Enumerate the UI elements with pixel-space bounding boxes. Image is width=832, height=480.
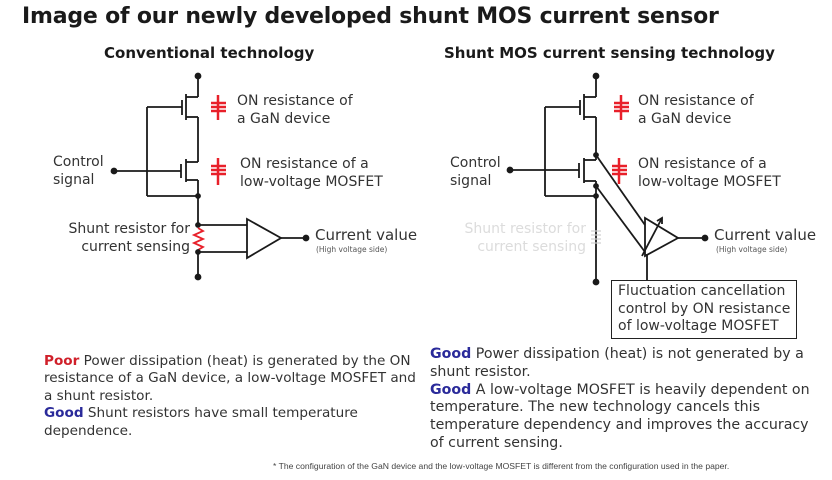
right-bottom-terminal: [592, 278, 600, 286]
right-gan-label-line2: a GaN device: [638, 111, 732, 127]
good1-tag: Good: [430, 346, 472, 362]
left-output-terminal: [302, 234, 310, 242]
right-gan-resistance-icon: [614, 95, 629, 120]
right-output-terminal: [701, 234, 709, 242]
box-label-line2: control by ON resistance: [618, 300, 791, 317]
mosfet-resistance-icon: [211, 158, 226, 185]
left-shunt-label: Shunt resistor for current sensing: [52, 220, 191, 256]
left-gan-label: ON resistance of a GaN device: [237, 92, 353, 128]
right-subtitle: Shunt MOS current sensing technology: [444, 44, 775, 62]
left-mosfet-transistor-icon: [114, 159, 199, 196]
gan-resistance-icon: [211, 95, 226, 120]
left-control-terminal: [110, 167, 118, 175]
right-mosfet-resistance-icon: [612, 158, 627, 184]
shunt-resistor-icon: [191, 227, 206, 251]
right-gan-transistor-icon: [545, 78, 597, 155]
left-output-sublabel: (High voltage side): [316, 245, 388, 254]
left-resistance-marks: [211, 95, 226, 185]
right-mosfet-label: ON resistance of a low-voltage MOSFET: [638, 155, 781, 191]
good1-text: Power dissipation (heat) is not generate…: [430, 346, 804, 380]
faded-shunt-icon: [591, 230, 601, 244]
left-mosfet-label-line1: ON resistance of a: [240, 156, 369, 172]
right-control-label-line1: Control: [450, 155, 501, 171]
right-mosfet-label-line1: ON resistance of a: [638, 156, 767, 172]
right-resistance-marks: [612, 95, 629, 184]
footnote: * The configuration of the GaN device an…: [273, 461, 730, 471]
left-amplifier-icon: [246, 217, 283, 260]
right-control-terminal: [506, 166, 514, 174]
right-shunt-label-faded: Shunt resistor for current sensing: [448, 220, 587, 256]
left-top-terminal: [194, 72, 202, 80]
left-gan-label-line1: ON resistance of: [237, 93, 353, 109]
right-control-label-line2: signal: [450, 173, 492, 189]
right-mosfet-label-line2: low-voltage MOSFET: [638, 174, 781, 190]
poor-text: Power dissipation (heat) is generated by…: [44, 353, 416, 404]
left-mosfet-label-line2: low-voltage MOSFET: [240, 174, 383, 190]
left-shunt-label-line1: Shunt resistor for: [68, 221, 191, 237]
good-tag: Good: [44, 405, 84, 422]
right-top-terminal: [592, 72, 600, 80]
right-description: Good Power dissipation (heat) is not gen…: [430, 346, 825, 453]
right-control-label: Control signal: [450, 154, 501, 190]
right-gan-label-line1: ON resistance of: [638, 93, 754, 109]
box-label-line3: of low-voltage MOSFET: [618, 318, 779, 334]
page-title: Image of our newly developed shunt MOS c…: [22, 4, 719, 29]
right-mosfet-transistor-icon: [510, 155, 597, 186]
good-text: Shunt resistors have small temperature d…: [44, 405, 358, 439]
left-subtitle: Conventional technology: [104, 44, 315, 62]
left-control-label-line2: signal: [53, 172, 95, 188]
left-shunt-label-line2: current sensing: [81, 239, 190, 255]
right-output-sublabel: (High voltage side): [716, 245, 788, 254]
box-label-line1: Fluctuation cancellation: [618, 283, 786, 299]
left-bottom-terminal: [194, 273, 202, 281]
right-circuit: [506, 72, 709, 286]
left-mosfet-label: ON resistance of a low-voltage MOSFET: [240, 155, 383, 191]
left-output-label: Current value: [315, 226, 418, 244]
good2-text: A low-voltage MOSFET is heavily dependen…: [430, 381, 810, 451]
left-circuit: [110, 72, 310, 281]
left-gan-label-line2: a GaN device: [237, 111, 331, 127]
right-gan-label: ON resistance of a GaN device: [638, 92, 754, 128]
poor-tag: Poor: [44, 353, 80, 369]
left-control-label-line1: Control: [53, 154, 104, 170]
fluctuation-cancellation-box: Fluctuation cancellation control by ON r…: [611, 280, 798, 339]
left-control-label: Control signal: [53, 153, 104, 189]
right-shunt-label-line2: current sensing: [477, 239, 586, 255]
right-variable-amplifier-icon: [644, 216, 680, 258]
right-shunt-label-line1: Shunt resistor for: [464, 221, 587, 237]
left-gan-transistor-icon: [147, 78, 199, 162]
left-description: Poor Power dissipation (heat) is generat…: [44, 353, 424, 440]
good2-tag: Good: [430, 381, 472, 398]
right-output-label: Current value: [714, 226, 817, 244]
